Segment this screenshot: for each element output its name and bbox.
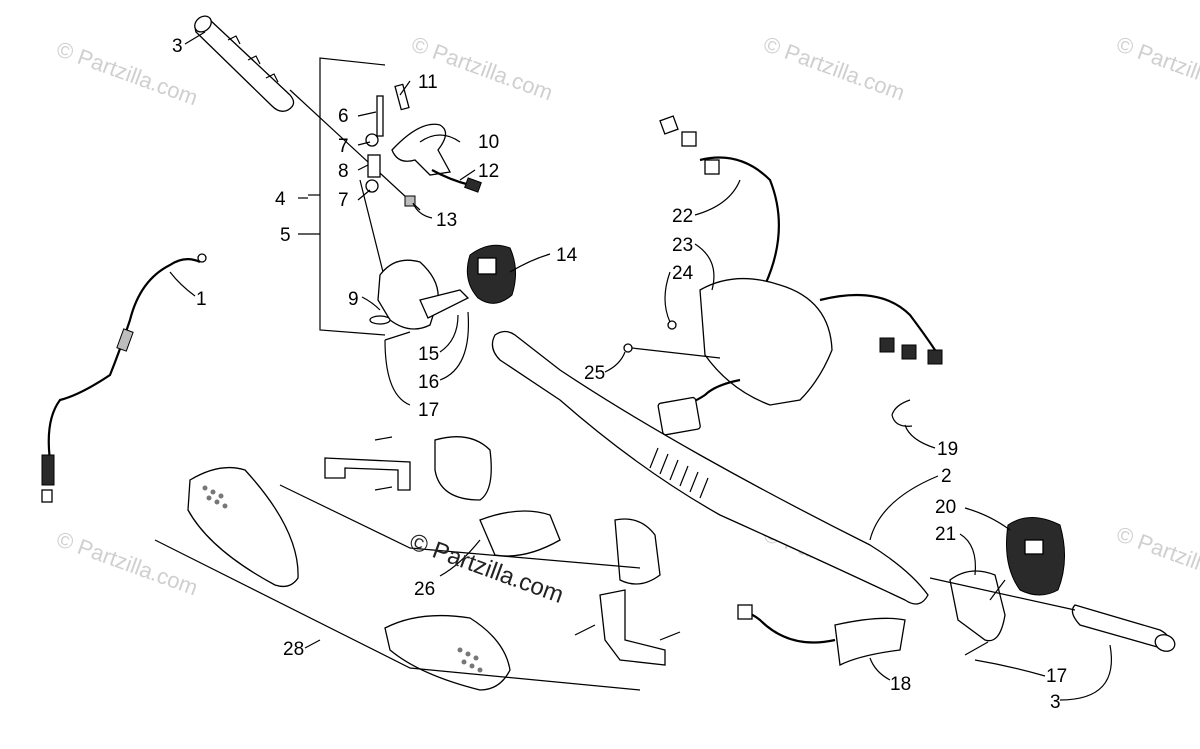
- callout-14: 14: [556, 245, 578, 266]
- callout-6: 6: [338, 106, 349, 127]
- callout-10: 10: [478, 132, 499, 153]
- callout-9: 9: [348, 289, 359, 310]
- left-grip-part: [194, 15, 295, 112]
- watermark: © Partzilla.com: [53, 526, 201, 600]
- callout-2: 2: [941, 466, 952, 487]
- bracket-lines: [289, 57, 421, 336]
- right-switch-housing-part: [949, 517, 1066, 656]
- assembly-outline: [154, 484, 641, 691]
- mode-switch-part: [466, 244, 516, 304]
- grip-heater-part: [737, 604, 906, 666]
- callout-18: 18: [890, 674, 911, 695]
- callout-13: 13: [436, 210, 457, 231]
- callout-7: 7: [338, 136, 349, 157]
- snap-ring-part: [891, 399, 913, 427]
- callout-15: 15: [418, 344, 439, 365]
- callout-16: 16: [418, 372, 439, 393]
- callout-26: 26: [414, 579, 435, 600]
- callout-23: 23: [672, 235, 693, 256]
- callout-28: 28: [283, 639, 304, 660]
- callout-12: 12: [478, 161, 499, 182]
- callout-17: 17: [1046, 666, 1067, 687]
- callout-3: 3: [172, 36, 183, 57]
- watermark: © Partzilla.com: [1113, 31, 1200, 105]
- watermark: © Partzilla.com: [1113, 521, 1200, 595]
- callout-8: 8: [338, 161, 349, 182]
- callout-1: 1: [196, 289, 207, 310]
- callout-7: 7: [338, 190, 349, 211]
- throttle-assembly-part: [359, 83, 482, 301]
- callout-25: 25: [584, 363, 605, 384]
- watermark: © Partzilla.com: [408, 31, 556, 105]
- guard-mounts-part: [324, 436, 681, 666]
- wiring-harness-part: [623, 115, 943, 436]
- hand-guard-left-part: [187, 466, 299, 588]
- watermark: © Partzilla.com: [760, 31, 908, 105]
- callout-5: 5: [280, 225, 291, 246]
- callout-20: 20: [935, 497, 956, 518]
- callout-11: 11: [418, 72, 438, 93]
- callout-22: 22: [672, 206, 693, 227]
- callout-19: 19: [937, 439, 958, 460]
- callout-24: 24: [672, 263, 694, 284]
- right-grip-part: [929, 577, 1176, 652]
- callout-4: 4: [275, 189, 286, 210]
- left-switch-housing-part: [369, 259, 470, 341]
- hand-guard-right-part: [384, 614, 511, 691]
- callout-21: 21: [935, 524, 956, 545]
- callout-17: 17: [418, 400, 439, 421]
- throttle-cable-part: [41, 253, 207, 503]
- handlebar-part: [491, 330, 929, 605]
- callout-labels: 3 11 6 10 7 8 12 4 7 13 5 14 1 9 15 16 1…: [172, 36, 1067, 713]
- leader-lines: [169, 31, 1112, 701]
- callout-3: 3: [1050, 692, 1061, 713]
